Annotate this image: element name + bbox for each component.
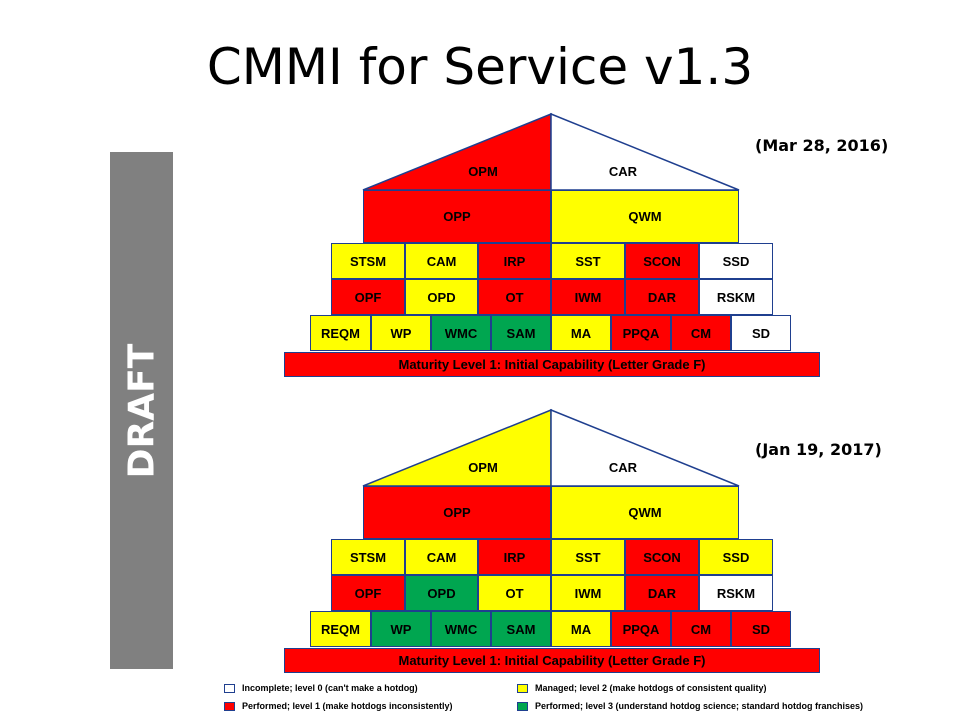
roof-label-opm: OPM xyxy=(468,164,498,179)
legend-label-incomplete: Incomplete; level 0 (can't make a hotdog… xyxy=(242,683,418,693)
process-area-sd: SD xyxy=(731,315,791,351)
process-area-ma: MA xyxy=(551,315,611,351)
process-area-rskm: RSKM xyxy=(699,575,773,611)
process-area-wmc: WMC xyxy=(431,315,491,351)
legend-label-managed: Managed; level 2 (make hotdogs of consis… xyxy=(535,683,767,693)
maturity-level-bar: Maturity Level 1: Initial Capability (Le… xyxy=(284,648,820,673)
process-area-ot: OT xyxy=(478,575,551,611)
process-area-qwm: QWM xyxy=(551,486,739,539)
process-area-sam: SAM xyxy=(491,611,551,647)
legend-swatch-defined xyxy=(517,701,528,711)
legend-item-managed: Managed; level 2 (make hotdogs of consis… xyxy=(517,683,767,693)
process-area-reqm: REQM xyxy=(310,315,371,351)
process-area-qwm: QWM xyxy=(551,190,739,243)
roof xyxy=(362,408,740,487)
process-area-rskm: RSKM xyxy=(699,279,773,315)
process-area-ppqa: PPQA xyxy=(611,315,671,351)
process-area-opf: OPF xyxy=(331,575,405,611)
process-area-cm: CM xyxy=(671,611,731,647)
process-area-ot: OT xyxy=(478,279,551,315)
process-area-iwm: IWM xyxy=(551,575,625,611)
roof-label-opm: OPM xyxy=(468,460,498,475)
process-area-opf: OPF xyxy=(331,279,405,315)
process-area-cm: CM xyxy=(671,315,731,351)
process-area-wp: WP xyxy=(371,611,431,647)
legend-label-performed: Performed; level 1 (make hotdogs inconsi… xyxy=(242,701,453,711)
legend-swatch-managed xyxy=(517,683,528,693)
process-area-opp: OPP xyxy=(363,190,551,243)
legend-label-defined: Performed; level 3 (understand hotdog sc… xyxy=(535,701,864,711)
roof-label-car: CAR xyxy=(608,164,638,179)
process-area-wp: WP xyxy=(371,315,431,351)
process-area-irp: IRP xyxy=(478,539,551,575)
process-area-ssd: SSD xyxy=(699,243,773,279)
process-area-ppqa: PPQA xyxy=(611,611,671,647)
process-area-irp: IRP xyxy=(478,243,551,279)
process-area-stsm: STSM xyxy=(331,243,405,279)
process-area-cam: CAM xyxy=(405,243,478,279)
process-area-sam: SAM xyxy=(491,315,551,351)
slide-title: CMMI for Service v1.3 xyxy=(206,38,754,96)
process-area-ssd: SSD xyxy=(699,539,773,575)
process-area-cam: CAM xyxy=(405,539,478,575)
legend-item-defined: Performed; level 3 (understand hotdog sc… xyxy=(517,701,863,711)
process-area-sst: SST xyxy=(551,539,625,575)
process-area-opp: OPP xyxy=(363,486,551,539)
legend-swatch-incomplete xyxy=(224,683,235,693)
process-area-dar: DAR xyxy=(625,279,699,315)
legend-item-incomplete: Incomplete; level 0 (can't make a hotdog… xyxy=(224,683,418,693)
process-area-scon: SCON xyxy=(625,539,699,575)
snapshot-date: (Mar 28, 2016) xyxy=(755,136,889,155)
process-area-opd: OPD xyxy=(405,575,478,611)
process-area-reqm: REQM xyxy=(310,611,371,647)
process-area-wmc: WMC xyxy=(431,611,491,647)
legend-item-performed: Performed; level 1 (make hotdogs inconsi… xyxy=(224,701,453,711)
process-area-iwm: IWM xyxy=(551,279,625,315)
draft-watermark-band: DRAFT xyxy=(110,152,173,669)
roof-label-car: CAR xyxy=(608,460,638,475)
process-area-stsm: STSM xyxy=(331,539,405,575)
process-area-opd: OPD xyxy=(405,279,478,315)
process-area-dar: DAR xyxy=(625,575,699,611)
legend-swatch-performed xyxy=(224,701,235,711)
process-area-ma: MA xyxy=(551,611,611,647)
process-area-sd: SD xyxy=(731,611,791,647)
snapshot-date: (Jan 19, 2017) xyxy=(755,440,882,459)
process-area-sst: SST xyxy=(551,243,625,279)
maturity-level-bar: Maturity Level 1: Initial Capability (Le… xyxy=(284,352,820,377)
process-area-scon: SCON xyxy=(625,243,699,279)
